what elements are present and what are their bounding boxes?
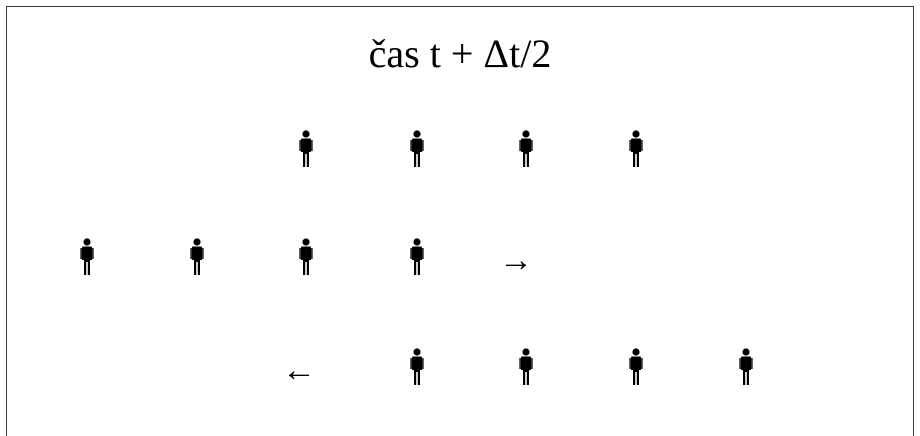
slide-title: čas t + Δt/2	[368, 31, 552, 76]
slide-frame	[6, 6, 914, 436]
person-icon	[298, 130, 314, 168]
person-icon	[518, 130, 534, 168]
person-icon	[409, 130, 425, 168]
person-icon	[628, 130, 644, 168]
person-icon	[518, 348, 534, 386]
person-icon	[79, 238, 95, 276]
person-icon	[738, 348, 754, 386]
person-icon	[189, 238, 205, 276]
person-icon	[628, 348, 644, 386]
person-icon	[409, 348, 425, 386]
person-icon	[298, 238, 314, 276]
arrow-right-icon: →	[499, 242, 533, 279]
arrow-left-icon: ←	[282, 352, 316, 389]
person-icon	[409, 238, 425, 276]
